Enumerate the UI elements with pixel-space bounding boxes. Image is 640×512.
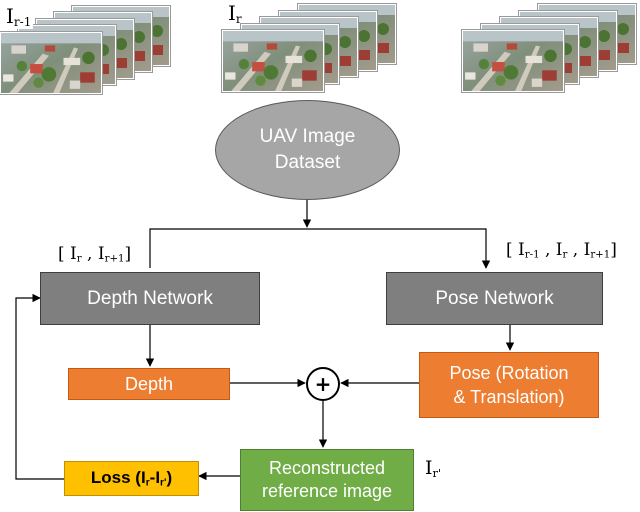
frame-stack-right (462, 4, 640, 94)
frame-stack-left (0, 6, 180, 96)
reconstructed-label: Ir' (425, 457, 441, 480)
loss-suffix: ) (166, 468, 173, 488)
pose-input-mid2: , I (567, 240, 591, 260)
reconstructed-label-main: I (425, 457, 433, 479)
depth-input-suffix: ] (124, 244, 132, 264)
loss-label: Loss (Ir-Ir') (91, 468, 172, 489)
pose-input-mid1: , I (539, 240, 563, 260)
pose-input-suffix: ] (610, 240, 617, 260)
depth-network-box: Depth Network (40, 272, 260, 325)
frame-label-left-main: I (6, 4, 14, 28)
loss-sub2: r' (160, 477, 167, 489)
reconstructed-line1: Reconstructed (268, 457, 386, 478)
dataset-line1: UAV Image (259, 126, 356, 148)
depth-network-label: Depth Network (87, 287, 213, 309)
dataset-line2: Dataset (274, 152, 341, 173)
depth-input-prefix: [ I (58, 244, 77, 264)
loss-box: Loss (Ir-Ir') (64, 461, 199, 496)
frame-stack-center (222, 4, 402, 94)
pose-input-prefix: [ I (506, 240, 525, 260)
uav-dataset-node: UAV Image Dataset (215, 100, 400, 200)
loss-sub1: r (145, 477, 150, 489)
frame-label-center-main: I (228, 1, 236, 25)
pose-output-line1: Pose (Rotation (449, 362, 569, 383)
depth-input-label: [ Ir , Ir+1] (58, 244, 131, 265)
depth-input-mid: , I (81, 244, 105, 264)
frame-label-left: Ir-1 (4, 4, 34, 29)
frame-label-center-sub: r (235, 12, 242, 26)
pose-output-box: Pose (Rotation & Translation) (419, 352, 599, 418)
depth-input-sub2: r+1 (104, 253, 125, 265)
combine-plus-icon: + (306, 367, 340, 401)
depth-output-box: Depth (68, 368, 230, 400)
pose-network-box: Pose Network (386, 272, 603, 325)
pose-network-label: Pose Network (435, 287, 554, 309)
aerial-frame (222, 30, 324, 92)
loss-feedback-line (15, 293, 64, 480)
reconstructed-image-box: Reconstructed reference image (240, 449, 414, 511)
split-line (149, 228, 491, 269)
combine-symbol: + (314, 372, 332, 396)
reconstructed-label-sub: r' (432, 465, 442, 480)
reconstructed-line2: reference image (261, 481, 393, 501)
aerial-frame (0, 32, 102, 94)
pose-input-sub2: r (562, 249, 568, 261)
frame-label-center: Ir (228, 1, 242, 26)
loss-mid: -I (149, 468, 161, 488)
pose-input-sub3: r+1 (590, 249, 611, 261)
depth-output-label: Depth (124, 373, 174, 394)
loss-prefix: Loss (I (90, 468, 146, 488)
pose-output-line2: & Translation) (453, 387, 565, 407)
depth-input-sub1: r (76, 253, 82, 265)
pose-input-sub1: r-1 (524, 249, 540, 261)
pose-input-label: [ Ir-1 , Ir , Ir+1] (506, 240, 617, 261)
frame-label-left-sub: r-1 (13, 15, 32, 29)
aerial-frame (462, 30, 564, 92)
